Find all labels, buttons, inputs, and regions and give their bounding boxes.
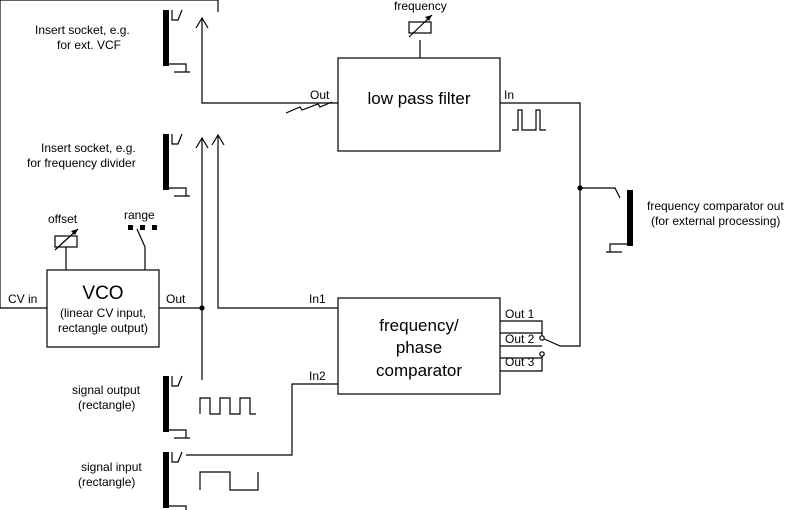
- comparator-out-label-2: (for external processing): [651, 214, 780, 228]
- pulse-wave-icon: [512, 109, 546, 131]
- comparator-in2-label: In2: [309, 369, 326, 383]
- frequency-pot-icon: [408, 14, 433, 38]
- signal-output-label-2: (rectangle): [78, 398, 135, 412]
- comparator-out3-label: Out 3: [505, 355, 535, 369]
- square-wave-output-icon: [199, 397, 256, 415]
- junction-dot: [199, 305, 205, 311]
- insert-vcf-label-1: Insert socket, e.g.: [35, 23, 130, 37]
- insert-divider-label-1: Insert socket, e.g.: [41, 141, 136, 155]
- insert-vcf-label-2: for ext. VCF: [57, 38, 121, 52]
- comparator-in1-label: In1: [309, 292, 326, 306]
- comparator-title-2: phase: [396, 338, 442, 357]
- lpf-title: low pass filter: [368, 89, 471, 108]
- lpf-box: [337, 57, 501, 152]
- comparator-out1-label: Out 1: [505, 307, 535, 321]
- junction-dot: [577, 185, 583, 191]
- lpf-out-label: Out: [310, 88, 330, 102]
- vco-desc-1: (linear CV input,: [60, 306, 146, 320]
- lpf-in-label: In: [504, 88, 514, 102]
- vco-desc-2: rectangle output): [58, 321, 148, 335]
- square-wave-input-icon: [199, 471, 259, 491]
- signal-input-label-2: (rectangle): [78, 475, 135, 489]
- switch-contact: [539, 335, 545, 341]
- jack-icon: [163, 9, 190, 73]
- comparator-title-1: frequency/: [379, 316, 459, 335]
- vco-offset-label: offset: [48, 212, 78, 226]
- comparator-out-label-1: frequency comparator out: [647, 199, 784, 213]
- switch-contact: [539, 351, 545, 357]
- jack-icon: [163, 375, 190, 439]
- vco-title: VCO: [82, 283, 123, 304]
- comparator-box: [337, 297, 501, 395]
- vco-cv-in-label: CV in: [8, 292, 37, 306]
- lpf-frequency-label: frequency: [394, 0, 447, 13]
- signal-output-label-1: signal output: [72, 383, 141, 397]
- vco-range-label: range: [124, 208, 155, 222]
- jack-icon: [163, 451, 187, 510]
- jack-icon: [163, 133, 190, 197]
- vco-out-label: Out: [166, 292, 186, 306]
- comparator-title-3: comparator: [376, 361, 462, 380]
- vco-box: [46, 269, 160, 348]
- wires: [0, 0, 621, 456]
- filtered-wave-icon: [285, 101, 333, 114]
- jack-icon: [606, 190, 633, 253]
- insert-divider-label-2: for frequency divider: [27, 156, 136, 170]
- range-switch-icon: [128, 225, 157, 230]
- offset-pot-icon: [54, 228, 79, 251]
- comparator-out2-label: Out 2: [505, 332, 535, 346]
- signal-input-label-1: signal input: [81, 460, 142, 474]
